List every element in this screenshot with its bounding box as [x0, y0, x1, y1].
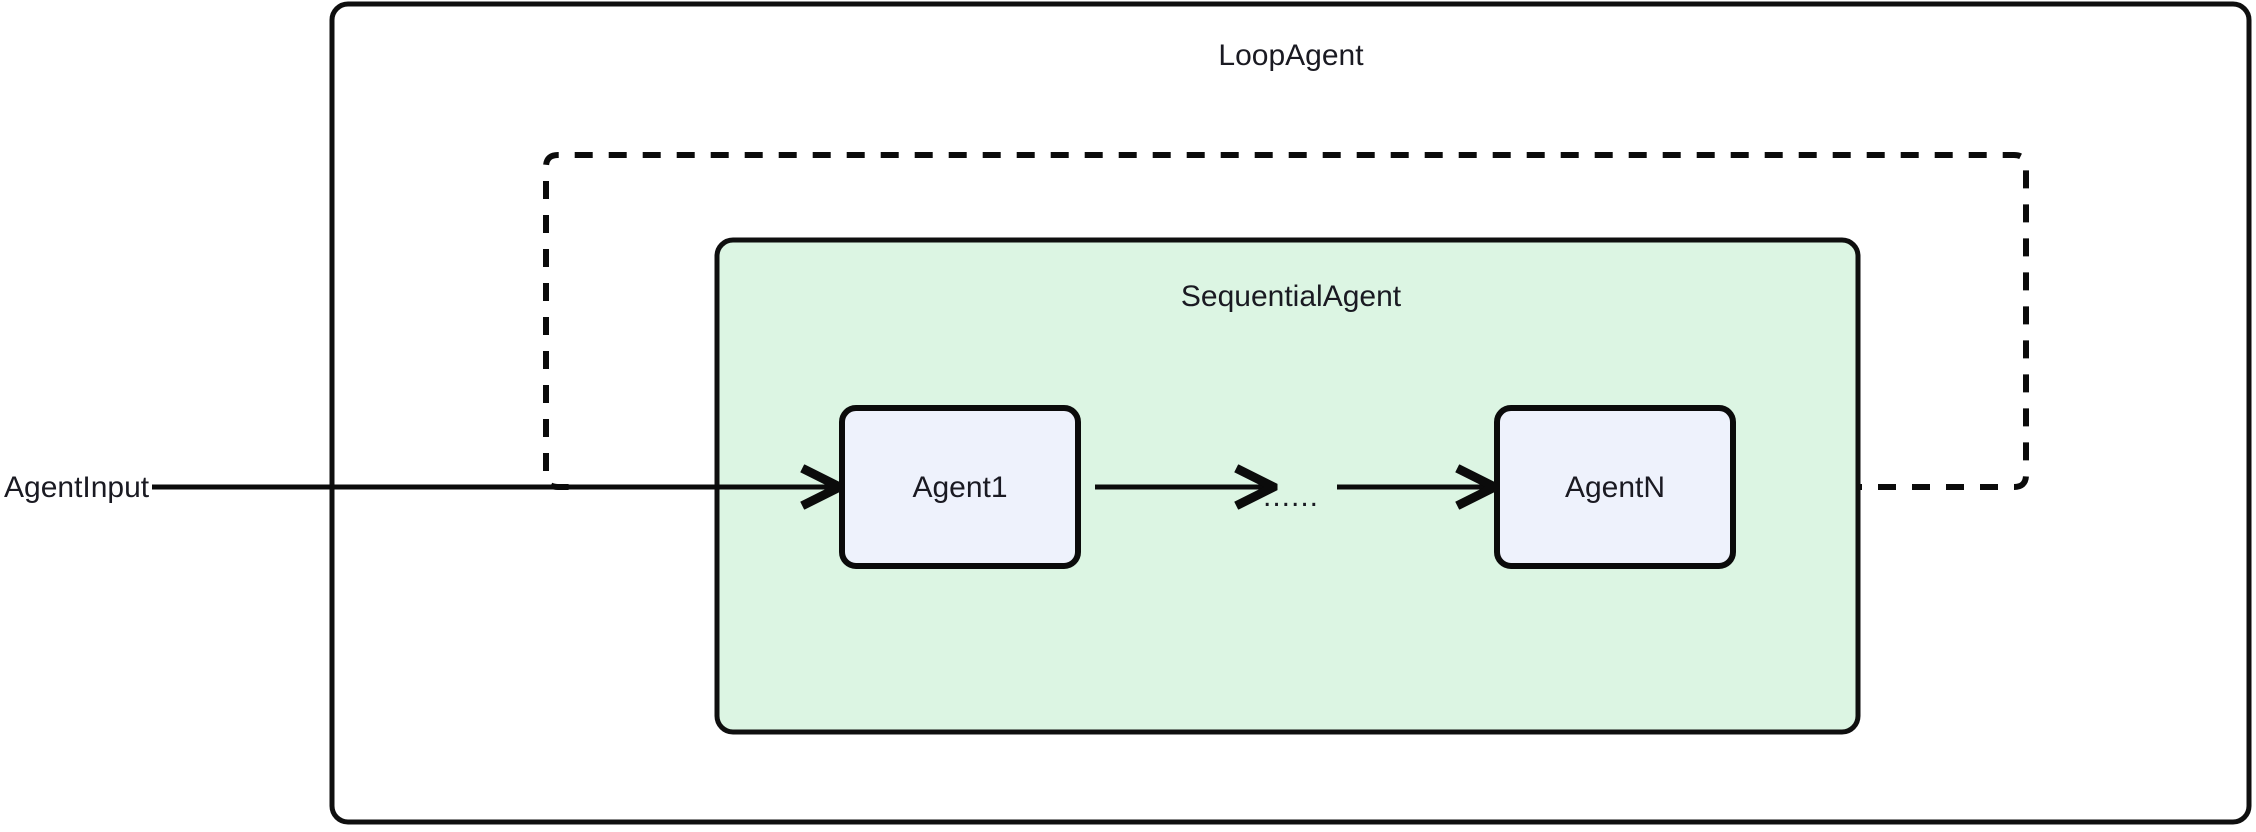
sequence-ellipsis-label: ...... [1263, 480, 1319, 513]
agent-1-box[interactable] [839, 405, 1081, 569]
node-agent-n[interactable]: AgentN [1494, 405, 1736, 569]
node-agent-1[interactable]: Agent1 [839, 405, 1081, 569]
loop-agent-label: LoopAgent [1218, 39, 1364, 72]
edge-agentn-loopback[interactable] [543, 152, 2029, 490]
agent-n-box[interactable] [1494, 405, 1736, 569]
container-sequential-agent[interactable]: SequentialAgent [714, 237, 1861, 735]
agent-n-label: AgentN [1565, 471, 1665, 504]
loopback-dashed-path [543, 152, 2029, 490]
sequential-agent-label: SequentialAgent [1181, 280, 1402, 313]
agent-input-label: AgentInput [4, 471, 150, 504]
agent-1-label: Agent1 [912, 471, 1007, 504]
